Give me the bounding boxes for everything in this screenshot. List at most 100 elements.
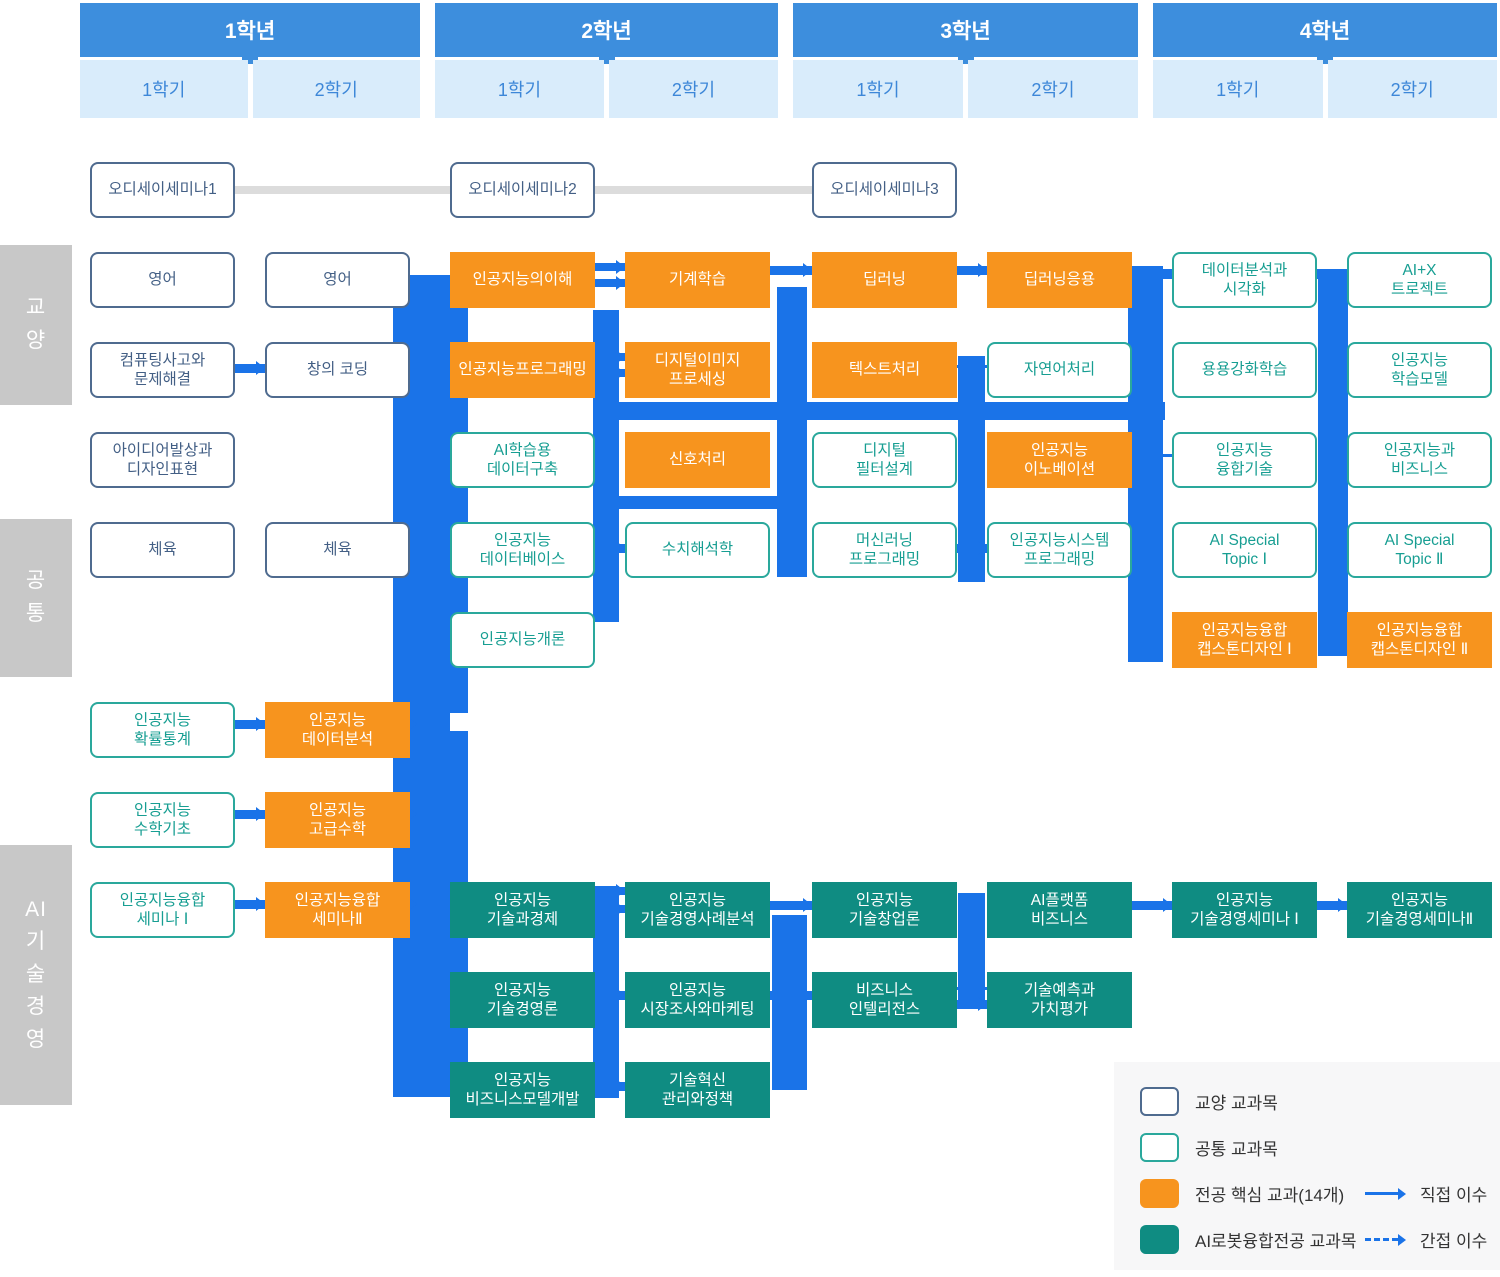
connector-vertical	[593, 310, 619, 622]
course-box: 수치해석학	[625, 522, 770, 578]
course-box: 디지털 필터설계	[812, 432, 957, 488]
course-box: 기계학습	[625, 252, 770, 308]
connector-link	[595, 887, 625, 895]
course-box: 인공지능융합 캡스톤디자인 Ⅰ	[1172, 612, 1317, 668]
solid-arrow-line-icon	[1365, 1192, 1398, 1195]
course-box: AI Special Topic Ⅱ	[1347, 522, 1492, 578]
arrow-head	[803, 898, 812, 912]
course-box: 딥러닝응용	[987, 252, 1132, 308]
side-group-label: 양	[25, 329, 47, 352]
course-box: 인공지능 학습모델	[1347, 342, 1492, 398]
legend-label: AI로봇융합전공 교과목	[1195, 1232, 1357, 1251]
course-box: AI+X 트로젝트	[1347, 252, 1492, 308]
course-box: 창의 코딩	[265, 342, 410, 398]
semester-header-1-1: 1학기	[80, 60, 248, 118]
connector-vertical	[777, 287, 807, 577]
course-box: 인공지능 기술창업론	[812, 882, 957, 938]
course-box: 비즈니스 인텔리전스	[812, 972, 957, 1028]
year-header-tab	[1317, 55, 1333, 64]
legend-swatch-core	[1140, 1179, 1179, 1208]
connector-link	[235, 810, 265, 819]
connector-link	[595, 1082, 625, 1091]
course-box: 인공지능 융합기술	[1172, 432, 1317, 488]
connector-link	[770, 901, 812, 910]
connector-horizontal	[598, 496, 807, 509]
course-box: AI플랫폼 비즈니스	[987, 882, 1132, 938]
year-header-1: 1학년	[80, 3, 420, 57]
course-box: 인공지능과 비즈니스	[1347, 432, 1492, 488]
dashed-arrow-line-icon	[1365, 1238, 1398, 1241]
legend-item: 교양 교과목	[1140, 1087, 1278, 1116]
connector-vertical	[1128, 266, 1163, 662]
side-group-label: 공	[25, 569, 47, 593]
connector-vertical	[393, 275, 468, 1097]
arrow-head	[616, 902, 625, 916]
legend-swatch-common	[1140, 1133, 1179, 1162]
semester-header-2-1: 1학기	[435, 60, 604, 118]
connector-link	[770, 266, 812, 275]
connector-link	[595, 279, 625, 287]
course-box: 컴퓨팅사고와 문제해결	[90, 342, 235, 398]
course-box: 인공지능 확률통계	[90, 702, 235, 758]
course-box: 인공지능 수학기초	[90, 792, 235, 848]
side-group-label: 술	[25, 962, 47, 986]
legend-label: 공통 교과목	[1195, 1140, 1278, 1159]
semester-header-1-2: 2학기	[252, 60, 420, 118]
arrow-head	[616, 884, 625, 898]
connector-link	[235, 364, 265, 373]
legend-item: 공통 교과목	[1140, 1133, 1278, 1162]
arrow-head-icon	[1398, 1233, 1406, 1246]
connector-vertical	[1318, 270, 1348, 656]
semester-header-4-1: 1학기	[1153, 60, 1323, 118]
side-group-label: 기	[25, 930, 47, 954]
arrow-head	[616, 276, 625, 290]
arrow-head-icon	[1398, 1187, 1406, 1200]
legend-swatch-ge	[1140, 1087, 1179, 1116]
arrow-head	[616, 541, 625, 555]
arrow-head	[803, 263, 812, 277]
arrow-head	[408, 717, 417, 731]
arrow-head	[616, 350, 625, 364]
course-box: 인공지능 기술경영세미나Ⅱ	[1347, 882, 1492, 938]
course-box: 기술예측과 가치평가	[987, 972, 1132, 1028]
year-header-2: 2학년	[435, 3, 778, 57]
arrow-head	[978, 263, 987, 277]
arrow-head	[256, 807, 265, 821]
legend-label: 전공 핵심 교과(14개)	[1195, 1186, 1345, 1205]
course-box: 인공지능개론	[450, 612, 595, 668]
legend-item: 전공 핵심 교과(14개)	[1140, 1179, 1344, 1208]
course-box: 인공지능 기술과경제	[450, 882, 595, 938]
connector-link-thin	[1132, 270, 1172, 273]
connector-link	[235, 720, 265, 729]
arrow-head	[978, 541, 987, 555]
connector-link	[595, 369, 625, 377]
arrow-head	[408, 897, 417, 911]
course-box: 아이디어발상과 디자인표현	[90, 432, 235, 488]
arrow-head	[616, 988, 625, 1002]
connector-link	[957, 1000, 987, 1009]
course-box: 인공지능 기술경영사례분석	[625, 882, 770, 938]
year-header-tab	[598, 55, 615, 64]
connector-link	[595, 905, 625, 913]
legend-arrow-solid: 직접 이수	[1365, 1179, 1487, 1208]
side-group-label: AI	[25, 897, 47, 921]
course-box: 인공지능 기술경영론	[450, 972, 595, 1028]
arrow-head	[256, 361, 265, 375]
connector-link	[1317, 901, 1347, 910]
legend-arrow-label: 직접 이수	[1420, 1186, 1488, 1205]
connector-vertical	[772, 915, 807, 1090]
legend-label: 교양 교과목	[1195, 1094, 1278, 1113]
arrow-head	[408, 807, 417, 821]
connector-link	[770, 991, 812, 1000]
course-box: AI Special Topic Ⅰ	[1172, 522, 1317, 578]
connector-link	[595, 544, 625, 553]
course-box: 체육	[265, 522, 410, 578]
course-box: 인공지능 비즈니스모델개발	[450, 1062, 595, 1118]
course-box: 인공지능융합 세미나Ⅱ	[265, 882, 410, 938]
connector-link-thin	[1132, 454, 1172, 457]
arrow-head	[616, 260, 625, 274]
year-header-tab	[242, 55, 258, 64]
